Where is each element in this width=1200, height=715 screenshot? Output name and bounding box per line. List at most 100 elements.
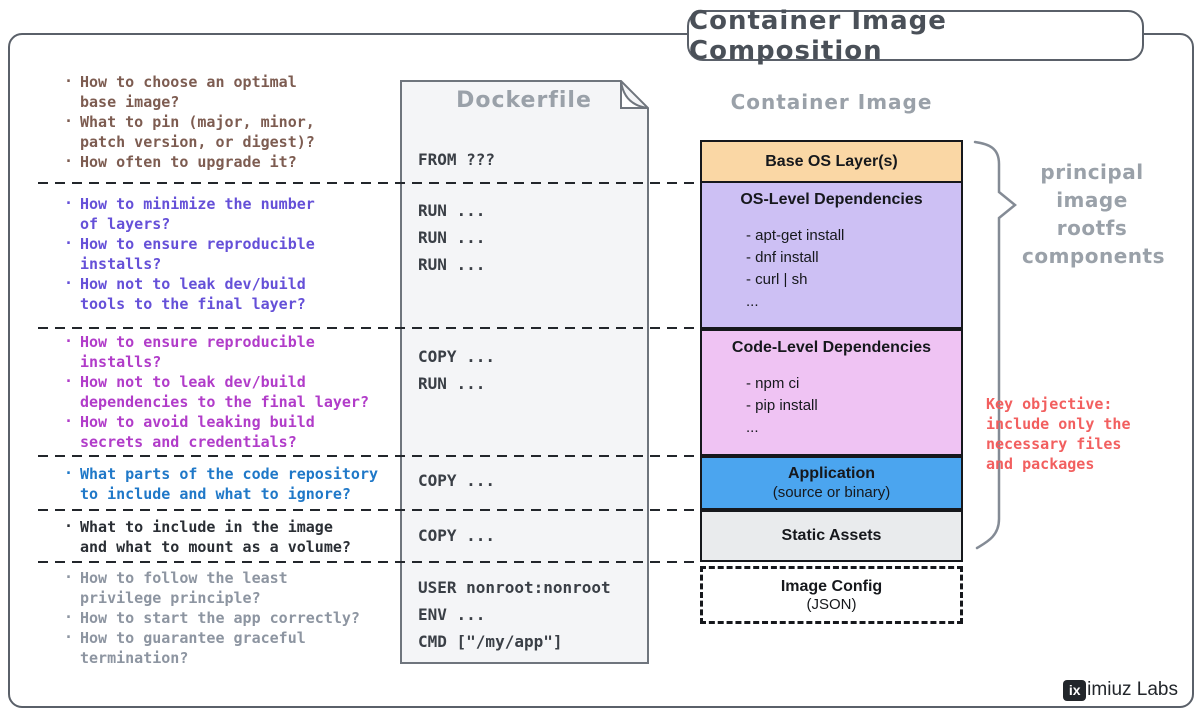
ix-logo-icon: ix	[1063, 679, 1087, 701]
question-group-code-repo-questions: · What parts of the code repository to inc…	[64, 464, 414, 504]
dockerfile-line: COPY ...	[418, 347, 496, 366]
folded-corner-icon	[620, 80, 649, 109]
question-line: How to guarantee graceful	[80, 629, 306, 647]
layer-label: Static Assets	[781, 527, 882, 544]
dockerfile-line: COPY ...	[418, 526, 496, 545]
layer-items: - npm ci - pip install...	[702, 373, 961, 439]
brand-logo: ix imiuz Labs	[1063, 679, 1178, 701]
key-objective-line: Key objective:	[986, 395, 1113, 413]
bullet-icon: ·	[64, 274, 74, 292]
dashed-separator	[38, 455, 700, 457]
rootfs-label-line: components	[1022, 244, 1165, 268]
layer-label: Base OS Layer(s)	[765, 152, 898, 170]
question-line: What to pin (major, minor,	[80, 113, 315, 131]
dockerfile-line: RUN ...	[418, 228, 486, 247]
bullet-icon: ·	[64, 152, 74, 170]
question-item: · What to pin (major, minor, patch version…	[64, 112, 414, 152]
question-item: · How to start the app correctly?	[64, 608, 414, 628]
bullet-icon: ·	[64, 234, 74, 252]
bullet-icon: ·	[64, 568, 74, 586]
curly-brace-icon	[973, 140, 1017, 550]
question-line: How to minimize the number	[80, 195, 315, 213]
layer-items: - apt-get install - dnf install - curl | s…	[702, 225, 961, 313]
dockerfile-line: FROM ???	[418, 150, 496, 169]
layer-item: - dnf install	[746, 249, 819, 266]
question-line: How to start the app correctly?	[80, 609, 360, 627]
bullet-icon: ·	[64, 464, 74, 482]
key-objective-line: and packages	[986, 455, 1095, 473]
question-line: How not to leak dev/build	[80, 275, 306, 293]
question-item: · How to avoid leaking build secrets and c…	[64, 412, 414, 452]
diagram-title: Container Image Composition	[689, 5, 947, 66]
question-line: of layers?	[80, 215, 171, 233]
dockerfile-title: Dockerfile	[456, 88, 592, 113]
key-objective-line: include only the	[986, 415, 1131, 433]
dashed-separator	[38, 182, 700, 184]
layer-sublabel: (source or binary)	[772, 484, 891, 501]
layer-item: ...	[746, 293, 759, 310]
layer-os-level-dependencies: OS-Level Dependencies- apt-get install- …	[700, 181, 963, 329]
dashed-separator	[38, 561, 700, 563]
dockerfile-line: USER nonroot:nonroot	[418, 578, 611, 597]
dockerfile-line: CMD ["/my/app"]	[418, 632, 563, 651]
question-line: secrets and credentials?	[80, 433, 297, 451]
bullet-icon: ·	[64, 628, 74, 646]
layer-label: OS-Level Dependencies	[740, 191, 923, 208]
bullet-icon: ·	[64, 608, 74, 626]
question-line: to include and what to ignore?	[80, 485, 351, 503]
layer-item: ...	[746, 419, 759, 436]
question-item: · How to minimize the number of layers?	[64, 194, 414, 234]
dockerfile-document-shape	[400, 80, 649, 664]
bullet-icon: ·	[64, 372, 74, 390]
question-line: How to ensure reproducible	[80, 333, 315, 351]
question-item: · What parts of the code repository to inc…	[64, 464, 414, 504]
brand-name: imiuz Labs	[1087, 679, 1178, 700]
dockerfile-line: ENV ...	[418, 605, 486, 624]
layer-static-assets: Static Assets	[700, 510, 963, 562]
question-line: What parts of the code repository	[80, 465, 379, 483]
bullet-icon: ·	[64, 72, 74, 90]
outer-frame-border	[8, 33, 1194, 708]
layer-label: Application	[787, 465, 876, 482]
layer-item: - curl | sh	[746, 271, 808, 288]
layer-item: - npm ci	[746, 375, 800, 392]
dockerfile-line: COPY ...	[418, 471, 496, 490]
question-line: installs?	[80, 353, 162, 371]
question-line: patch version, or digest)?	[80, 133, 315, 151]
layer-code-level-dependencies: Code-Level Dependencies - npm ci - pip ins…	[700, 329, 963, 456]
layer-image-config: Image Config (JSON)	[700, 566, 963, 624]
question-line: How to ensure reproducible	[80, 235, 315, 253]
question-group-layer-questions: · How to minimize the number of layers? · Ho…	[64, 194, 414, 314]
dashed-separator	[38, 509, 700, 511]
bullet-icon: ·	[64, 332, 74, 350]
image-config-sublabel: (JSON)	[806, 595, 857, 613]
question-line: How to follow the least	[80, 569, 288, 587]
layer-item: - apt-get install	[746, 227, 845, 244]
dockerfile-line: RUN ...	[418, 255, 486, 274]
question-line: How to choose an optimal	[80, 73, 297, 91]
rootfs-label-line: principal	[1040, 160, 1144, 184]
image-config-label: Image Config	[780, 577, 883, 595]
question-line: How to avoid leaking build	[80, 413, 315, 431]
rootfs-label-line: image rootfs	[1056, 188, 1128, 240]
dashed-separator	[38, 327, 700, 329]
container-image-title: Container Image	[730, 90, 933, 114]
bullet-icon: ·	[64, 194, 74, 212]
layer-base-os-layer-s: Base OS Layer(s)	[700, 140, 963, 183]
layer-label: Code-Level Dependencies	[731, 339, 932, 356]
bullet-icon: ·	[64, 412, 74, 430]
layer-item: - pip install	[746, 397, 818, 414]
bullet-icon: ·	[64, 112, 74, 130]
question-item: · How to ensure reproducible installs?	[64, 332, 414, 372]
question-line: How not to leak dev/build	[80, 373, 306, 391]
